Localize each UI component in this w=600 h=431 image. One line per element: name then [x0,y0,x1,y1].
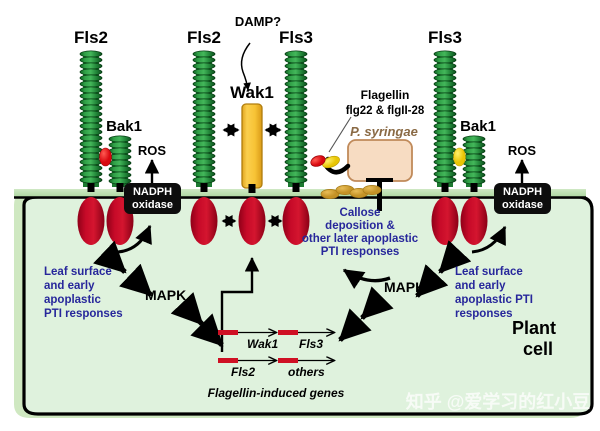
callose-line-2: other later apoplastic [302,233,419,245]
response-right-line-0: Leaf surface [455,266,523,278]
receptor-complex-left[interactable]: Fls2 Bak1 [74,28,142,245]
label-mapk-left: MAPK [145,287,186,303]
fls2-mid-lrr[interactable]: Fls2 [187,28,221,245]
label-fls3-right: Fls3 [428,28,462,47]
flagellin-induced-genes: Wak1 Fls3 Fls2 others Flagellin-induced … [208,257,345,400]
gene-feedback-arrow [220,257,260,352]
mapk-cascade-left: MAPK [93,240,224,347]
fls2-left-lrr[interactable] [77,50,105,245]
label-fls3-mid: Fls3 [279,28,313,47]
gene-wak1: Wak1 [218,330,278,351]
wak1-bar[interactable] [241,103,263,189]
nadph-oxidase-left[interactable]: ROS NADPH oxidase [117,143,181,254]
damp-arrow [240,42,251,91]
gene-others: others [278,358,334,379]
callose-line-3: PTI responses [321,246,400,258]
gene-label-others: others [288,365,325,379]
bak1-right-lrr[interactable] [460,135,488,245]
arrow-kinase-to-nadph-right [471,225,507,254]
callose-line-0: Callose [340,207,381,219]
label-ros-right: ROS [508,143,537,158]
label-plant-cell-1: Plant [512,318,556,338]
response-left-line-3: PTI responses [44,308,123,320]
ligand-red-left [99,147,112,167]
response-right-line-3: responses [455,308,513,320]
label-mapk-right: MAPK [384,279,425,295]
label-fls2-left: Fls2 [74,28,108,47]
label-plant-cell-2: cell [523,339,553,359]
arrow-to-callose [342,268,391,290]
ligand-yellow-right [453,147,466,167]
wak1-receptor[interactable]: Wak1 DAMP? [230,14,281,245]
fls3-mid-kinase [282,197,310,245]
wak1-kinase [238,197,266,245]
fls3-mid-lrr[interactable]: Fls3 [279,28,313,245]
gene-label-wak1: Wak1 [247,337,278,351]
fls3-right-kinase [431,197,459,245]
label-p-syringae: P. syringae [350,124,418,139]
response-left-line-1: and early [44,280,95,292]
responses-callose: Callose deposition & other later apoplas… [302,207,419,290]
label-flagellin-peptides: flg22 & flgII-28 [346,105,425,117]
gene-fls2: Fls2 [218,358,276,379]
response-right-line-1: and early [455,280,506,292]
label-nadph-right-2: oxidase [502,199,543,211]
label-nadph-left-1: NADPH [133,186,172,198]
pilus-base [366,178,393,182]
response-left-line-0: Leaf surface [44,266,112,278]
responses-right: Leaf surface and early apoplastic PTI re… [455,266,533,320]
label-wak1: Wak1 [230,83,274,102]
nadph-oxidase-right[interactable]: ROS NADPH oxidase [471,143,551,254]
watermark: 知乎 @爱学习的红小豆 [406,391,591,412]
nadph-box-left[interactable] [124,183,181,214]
response-right-line-2: apoplastic PTI [455,294,533,306]
receptor-complex-middle[interactable]: Fls2 Wak1 DAMP? [187,14,313,245]
nadph-box-right[interactable] [494,183,551,214]
flgii28-segment [322,155,340,169]
callose-line-1: deposition & [325,220,395,232]
fls3-right-lrr[interactable] [431,50,459,245]
genes-caption: Flagellin-induced genes [208,386,345,400]
plant-cell-label: Plant cell [512,318,556,359]
fls2-left-kinase [77,197,105,245]
label-damp: DAMP? [235,14,281,29]
label-ros-left: ROS [138,143,167,158]
label-bak1-right: Bak1 [460,118,496,135]
bak1-right-kinase [460,197,488,245]
label-fls2-mid: Fls2 [187,28,221,47]
bacterium-body[interactable] [347,139,413,182]
label-nadph-right-1: NADPH [503,186,542,198]
mapk-cascade-right: MAPK [338,240,472,342]
label-nadph-left-2: oxidase [132,199,173,211]
response-left-line-2: apoplastic [44,294,101,306]
gene-label-fls2: Fls2 [231,365,255,379]
pathogen-group[interactable]: Flagellin flg22 & flgII-28 P. syringae [309,88,425,211]
pilus [377,181,382,211]
label-flagellin: Flagellin [361,88,410,102]
membrane-band [14,189,586,198]
receptor-complex-right[interactable]: Fls3 Bak1 [428,28,496,245]
gene-label-fls3: Fls3 [299,337,323,351]
flagellin-leader-line [328,116,352,153]
callose-deposits [320,185,382,199]
label-bak1-left: Bak1 [106,118,142,135]
gene-fls3: Fls3 [278,330,334,351]
flg22-segment [310,155,326,167]
fls2-mid-kinase [190,197,218,245]
